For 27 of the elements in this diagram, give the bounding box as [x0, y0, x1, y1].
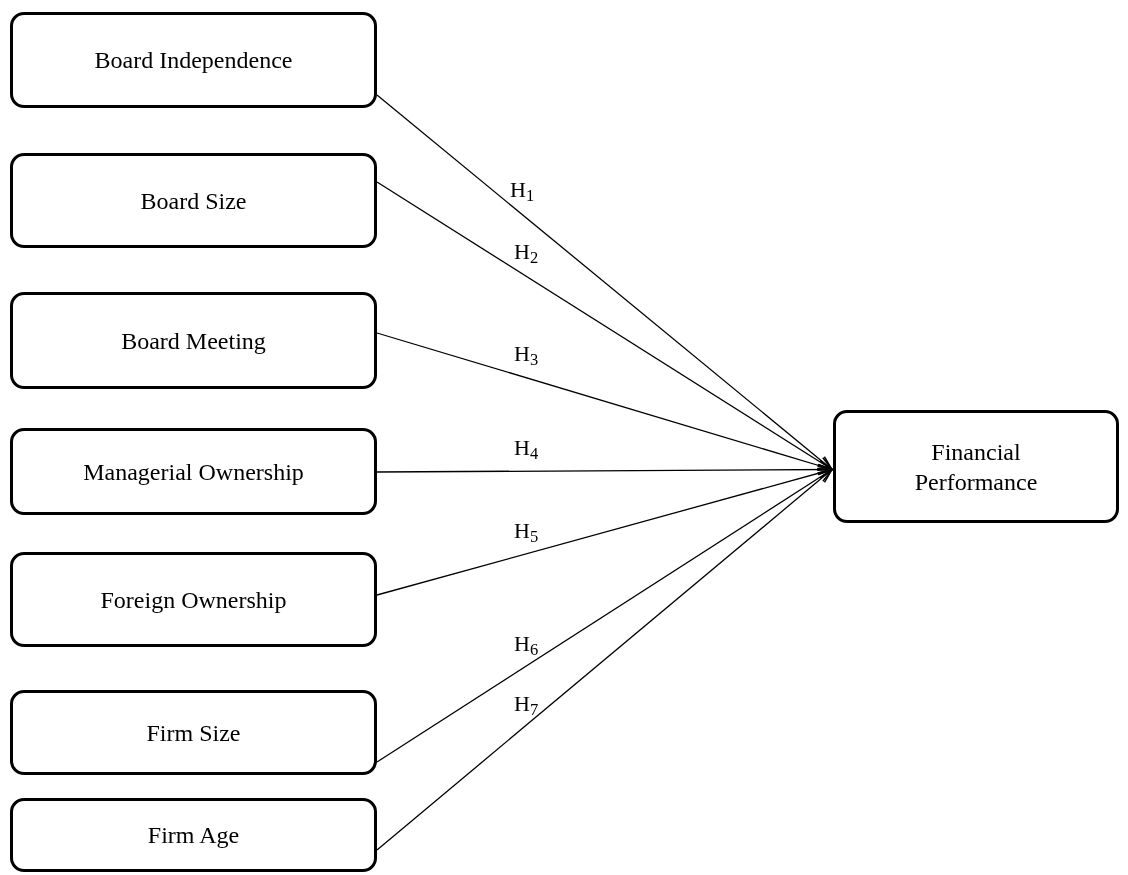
variable-box — [10, 552, 377, 647]
edge-label: H$_{4}$ — [513, 437, 540, 459]
variable-box — [10, 12, 377, 108]
arrow — [376, 468, 833, 851]
variable-box — [10, 690, 377, 775]
arrow — [376, 94, 833, 471]
variable-label: Board Independence — [94, 46, 293, 75]
variable-label: Firm Age — [147, 821, 240, 850]
variable-box — [10, 798, 377, 872]
variable-box — [833, 410, 1119, 523]
arrow — [376, 468, 833, 763]
variable-box — [10, 428, 377, 515]
edge-label: H$_{1}$ — [509, 178, 536, 201]
variable-label: Foreign Ownership — [100, 585, 287, 615]
edge-label: H$_{2}$ — [513, 240, 540, 263]
edge-label: H$_{3}$ — [513, 342, 540, 365]
variable-box — [10, 292, 377, 389]
arrow — [376, 181, 833, 471]
edge-label: H$_{5}$ — [513, 520, 540, 543]
edge-label: H$_{7}$ — [513, 692, 540, 715]
variable-label: Managerial Ownership — [83, 457, 304, 487]
variable-box — [10, 153, 377, 248]
variable-label: Firm Size — [146, 718, 241, 748]
variable-label: Board Size — [140, 186, 247, 216]
edge-label: H$_{6}$ — [513, 633, 540, 656]
variable-label: Board Meeting — [121, 326, 266, 356]
variable-label: Financial Performance — [913, 437, 1039, 497]
